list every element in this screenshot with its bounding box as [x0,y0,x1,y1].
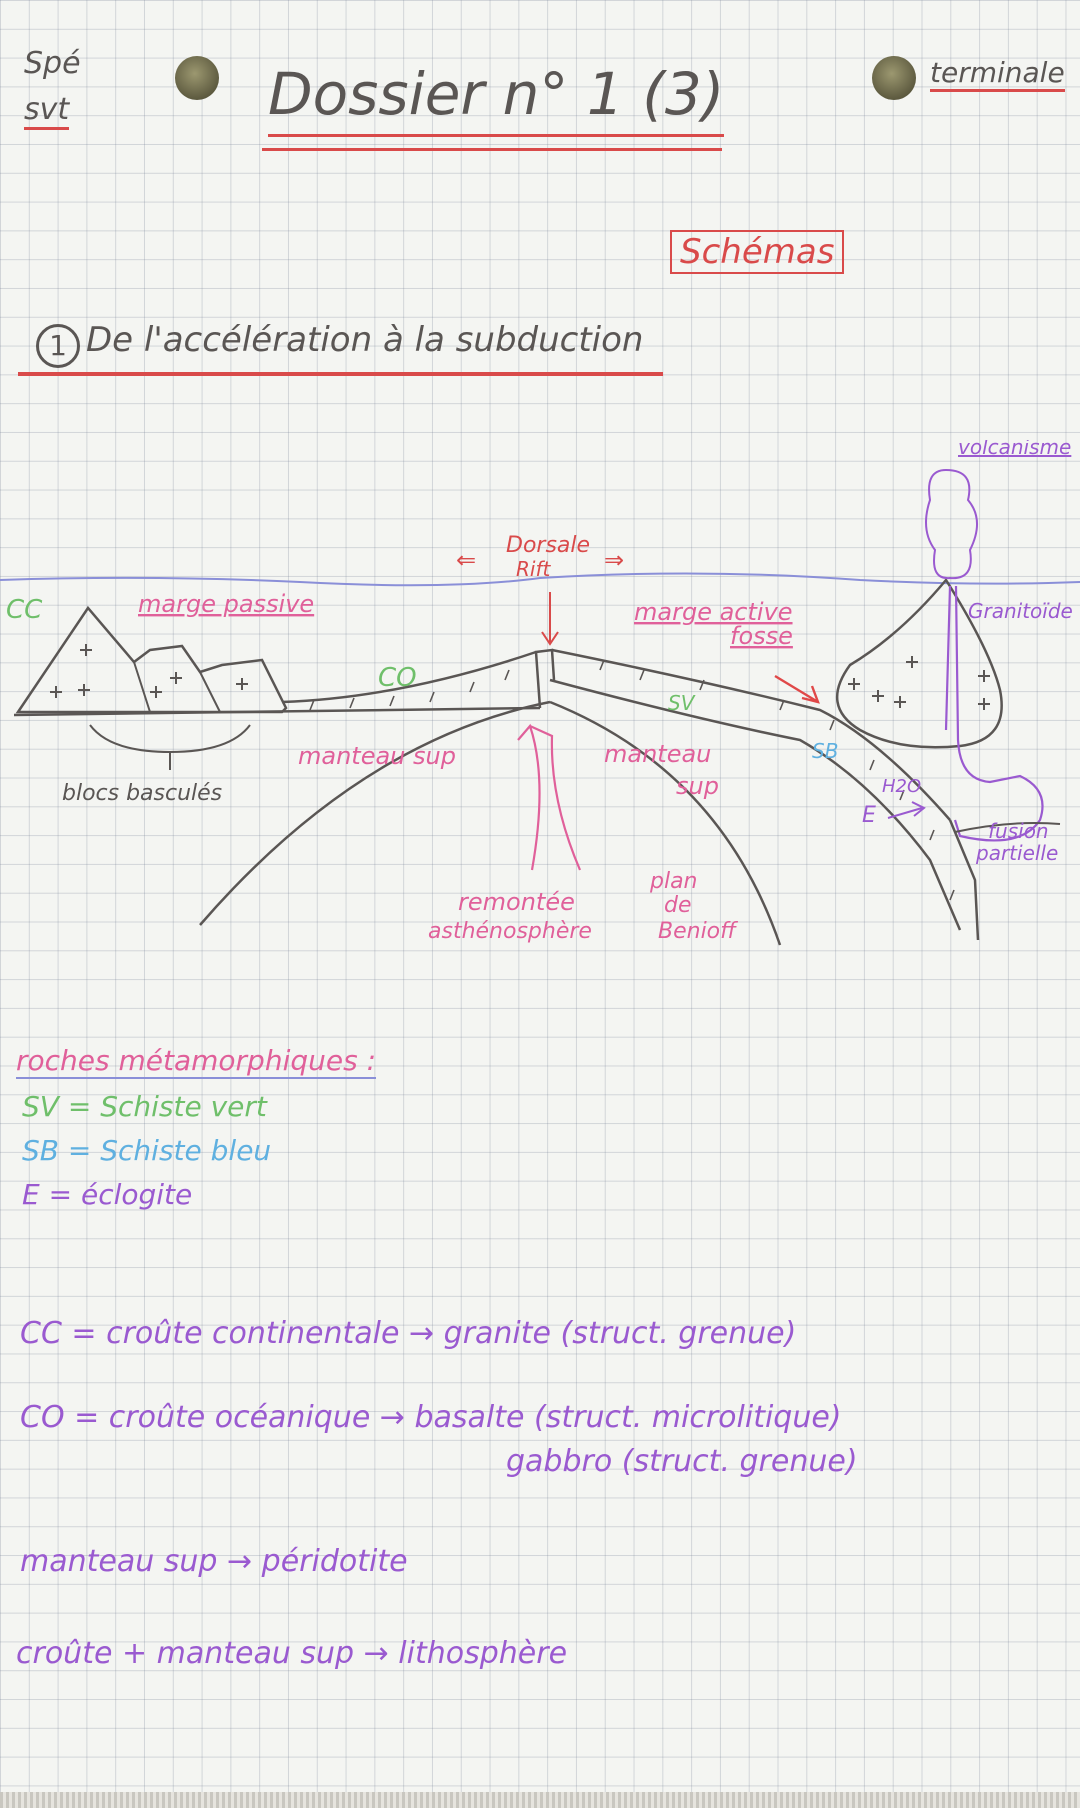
slab-inner [948,819,980,941]
oceanic-crust-right-top [551,648,951,821]
legend-list: SV = Schiste vert SB = Schiste bleu E = … [22,1090,271,1222]
volcanisme-label: volcanisme [958,440,1071,459]
rift-label: Rift [516,557,551,581]
legend-abbr: SV [22,1090,59,1123]
note-co-2: gabbro (struct. grenue) [506,1444,858,1479]
oceanic-crust-ticks-left [309,669,510,711]
continent-left [15,605,288,714]
oceanic-crust-left [281,650,537,704]
fusion-label-2: partielle [975,841,1058,865]
magma-conduit [944,585,1044,842]
lithosphere-base-left [13,706,541,717]
tilted-block-lines [133,661,221,713]
binder-hole-left [175,56,219,100]
sv-label: SV [668,691,696,715]
granitoide-label: Granitoïde [968,599,1073,623]
subduction-diagram: Dorsale Rift ⇐ ⇒ CC marge passive CO mar… [0,440,1080,946]
legend-abbr: E [22,1178,40,1211]
legend-text: = éclogite [48,1178,193,1211]
note-co-1: CO = croûte océanique → basalte (struct.… [20,1400,842,1435]
level-label: terminale [930,56,1065,92]
legend-item-sb: SB = Schiste bleu [22,1134,271,1178]
ridge-left-flank [534,648,556,709]
section-title-underline [18,372,663,376]
remontee-label-2: asthénosphère [428,919,592,944]
fusion-label-1: fusion [988,819,1049,843]
trench-arrow [774,674,820,704]
subject-bottom: svt [24,92,70,130]
fosse-label: fosse [730,622,793,650]
note-cc: CC = croûte continentale → granite (stru… [20,1316,797,1351]
section-title: De l'accélération à la subduction [86,320,644,360]
asthenosphere-rise-arrow [517,723,582,871]
pluton-plus-signs [848,656,990,710]
marge-active-label: marge active [634,598,793,626]
marge-passive-label: marge passive [138,590,314,618]
remontee-label-1: remontée [458,888,575,916]
benioff-label-1: plan [649,869,698,894]
manteau-sup-right-label-1: manteau [604,740,711,768]
blocs-basculés-bracket [89,724,251,770]
lithosphere-base-curve-left [199,700,551,926]
schemas-tag: Schémas [670,230,845,274]
h2o-arrow [887,801,926,819]
spreading-left-arrow: ⇐ [456,546,476,574]
slab-ticks [599,659,955,901]
subject-top: Spé [24,46,81,81]
section-number: 1 [36,324,80,368]
legend-text: = Schiste vert [67,1090,267,1123]
lithosphere-base-curve-right [549,700,782,946]
manteau-sup-left-label: manteau sup [298,742,456,770]
continent-plus-signs [50,644,248,698]
ridge-arrow [541,592,559,646]
oceanic-crust-right-bottom [549,678,962,931]
binder-hole-right [872,56,916,100]
legend-text: = Schiste bleu [67,1134,272,1167]
fusion-partielle-line [954,822,1061,833]
legend-item-e: E = éclogite [22,1178,271,1222]
legend-item-sv: SV = Schiste vert [22,1090,271,1134]
volcano-plume [925,468,978,580]
co-label: CO [378,663,417,693]
sb-label: SB [812,739,838,763]
granitoid-pluton [835,577,1003,749]
note-manteau: manteau sup → péridotite [20,1544,408,1579]
manteau-sup-right-label-2: sup [676,772,719,800]
legend-title: roches métamorphiques : [16,1044,377,1079]
dorsale-label: Dorsale [506,533,590,558]
benioff-label-2: de [664,893,692,918]
note-lithosphere: croûte + manteau sup → lithosphère [16,1636,568,1671]
legend-abbr: SB [22,1134,59,1167]
page-bottom-edge [0,1792,1080,1808]
benioff-label-3: Benioff [658,919,738,944]
spreading-right-arrow: ⇒ [604,546,624,574]
h2o-label: H2O [882,776,921,797]
e-label: E [862,803,876,828]
title-second-underline [262,148,722,151]
cc-label: CC [6,595,43,625]
page-title: Dossier n° 1 (3) [268,60,725,137]
sea-level-line [0,572,1080,587]
blocs-basculés-label: blocs basculés [62,781,222,806]
